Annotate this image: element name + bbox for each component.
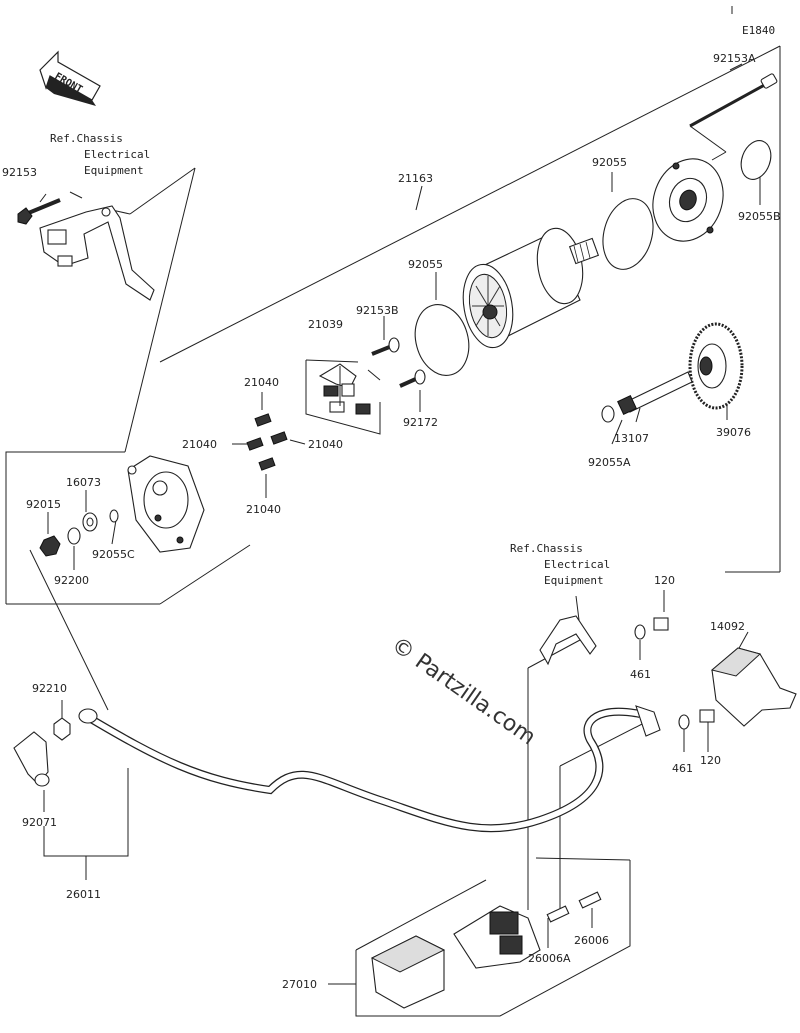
starter-assembly-outline xyxy=(5,6,781,605)
ref-chassis-note-mid: Ref.Chassis Electrical Equipment xyxy=(510,542,610,587)
fuse-26006A xyxy=(546,905,570,923)
starter-cable-26011 xyxy=(78,705,661,833)
screw-92153B xyxy=(371,337,400,356)
label-92055B: 92055B xyxy=(738,210,781,223)
ref-line-1: Ref.Chassis xyxy=(50,132,123,145)
label-26006A: 26006A xyxy=(528,952,571,965)
o-ring-92055A xyxy=(601,405,615,423)
brush-springs-21040 xyxy=(246,413,288,471)
leader-lines xyxy=(29,63,761,985)
label-120-bot: 120 xyxy=(700,754,721,767)
o-ring-92055-upper xyxy=(602,198,654,270)
label-21163: 21163 xyxy=(398,172,433,185)
label-92015: 92015 xyxy=(26,498,61,511)
ref-line-3: Equipment xyxy=(544,574,604,587)
label-27010: 27010 xyxy=(282,978,317,991)
label-92071: 92071 xyxy=(22,816,57,829)
front-arrow-icon: FRONT xyxy=(39,50,101,106)
gear-shaft-13107 xyxy=(617,371,693,415)
label-21039: 21039 xyxy=(308,318,343,331)
label-92210: 92210 xyxy=(32,682,67,695)
diagram-code: E1840 xyxy=(742,24,775,37)
reduction-gear-39076 xyxy=(688,322,744,410)
washer-16073 xyxy=(82,512,98,532)
label-92055A: 92055A xyxy=(588,456,631,469)
ref-line-2: Electrical xyxy=(84,148,150,161)
starter-front-cover xyxy=(127,455,205,553)
nut-92015 xyxy=(39,535,61,557)
label-461-bot: 461 xyxy=(672,762,693,775)
bolt-120-lower xyxy=(699,709,715,723)
part-labels: 92153A 92153 21163 92055 92055B 92055 21… xyxy=(2,52,781,991)
label-21040-a: 21040 xyxy=(244,376,279,389)
bolt-120-upper xyxy=(653,617,669,631)
ref-chassis-note-top: Ref.Chassis Electrical Equipment xyxy=(50,132,150,177)
bolt-92153 xyxy=(17,198,61,225)
starter-end-cover xyxy=(652,158,724,242)
label-120-top: 120 xyxy=(654,574,675,587)
label-92153B: 92153B xyxy=(356,304,399,317)
through-bolt-92153A xyxy=(689,73,778,161)
o-ring-92055-lower xyxy=(414,304,470,376)
screw-92172 xyxy=(399,369,426,388)
label-21040-d: 21040 xyxy=(246,503,281,516)
label-16073: 16073 xyxy=(66,476,101,489)
o-ring-92055C xyxy=(109,509,119,523)
label-92172: 92172 xyxy=(403,416,438,429)
label-92055-top: 92055 xyxy=(592,156,627,169)
ref-line-2: Electrical xyxy=(544,558,610,571)
label-461-top: 461 xyxy=(630,668,651,681)
nut-92210 xyxy=(53,717,71,741)
label-92200: 92200 xyxy=(54,574,89,587)
relay-cover-14092 xyxy=(710,647,797,727)
label-92153: 92153 xyxy=(2,166,37,179)
starter-motor-yoke xyxy=(462,227,600,349)
starter-relay-27010 xyxy=(370,905,541,1009)
ground-bracket xyxy=(39,205,155,301)
relay-bracket xyxy=(539,615,597,666)
ref-line-1: Ref.Chassis xyxy=(510,542,583,555)
label-26006: 26006 xyxy=(574,934,609,947)
label-21040-c: 21040 xyxy=(308,438,343,451)
o-ring-92055B xyxy=(740,140,772,180)
terminal-cover-92071 xyxy=(13,731,50,787)
label-26011: 26011 xyxy=(66,888,101,901)
relay-assembly-outline xyxy=(355,857,631,1017)
label-92153A: 92153A xyxy=(713,52,756,65)
fuse-26006 xyxy=(578,891,602,909)
brush-holder-21039 xyxy=(305,359,381,435)
washer-461-upper xyxy=(634,624,646,640)
ref-line-3: Equipment xyxy=(84,164,144,177)
label-39076: 39076 xyxy=(716,426,751,439)
washer-92200 xyxy=(67,527,81,545)
label-92055C: 92055C xyxy=(92,548,135,561)
label-92055-mid: 92055 xyxy=(408,258,443,271)
washer-461-lower xyxy=(678,714,690,730)
label-21040-b: 21040 xyxy=(182,438,217,451)
partzilla-watermark: © Partzilla.com xyxy=(387,632,540,750)
label-14092: 14092 xyxy=(710,620,745,633)
label-13107: 13107 xyxy=(614,432,649,445)
